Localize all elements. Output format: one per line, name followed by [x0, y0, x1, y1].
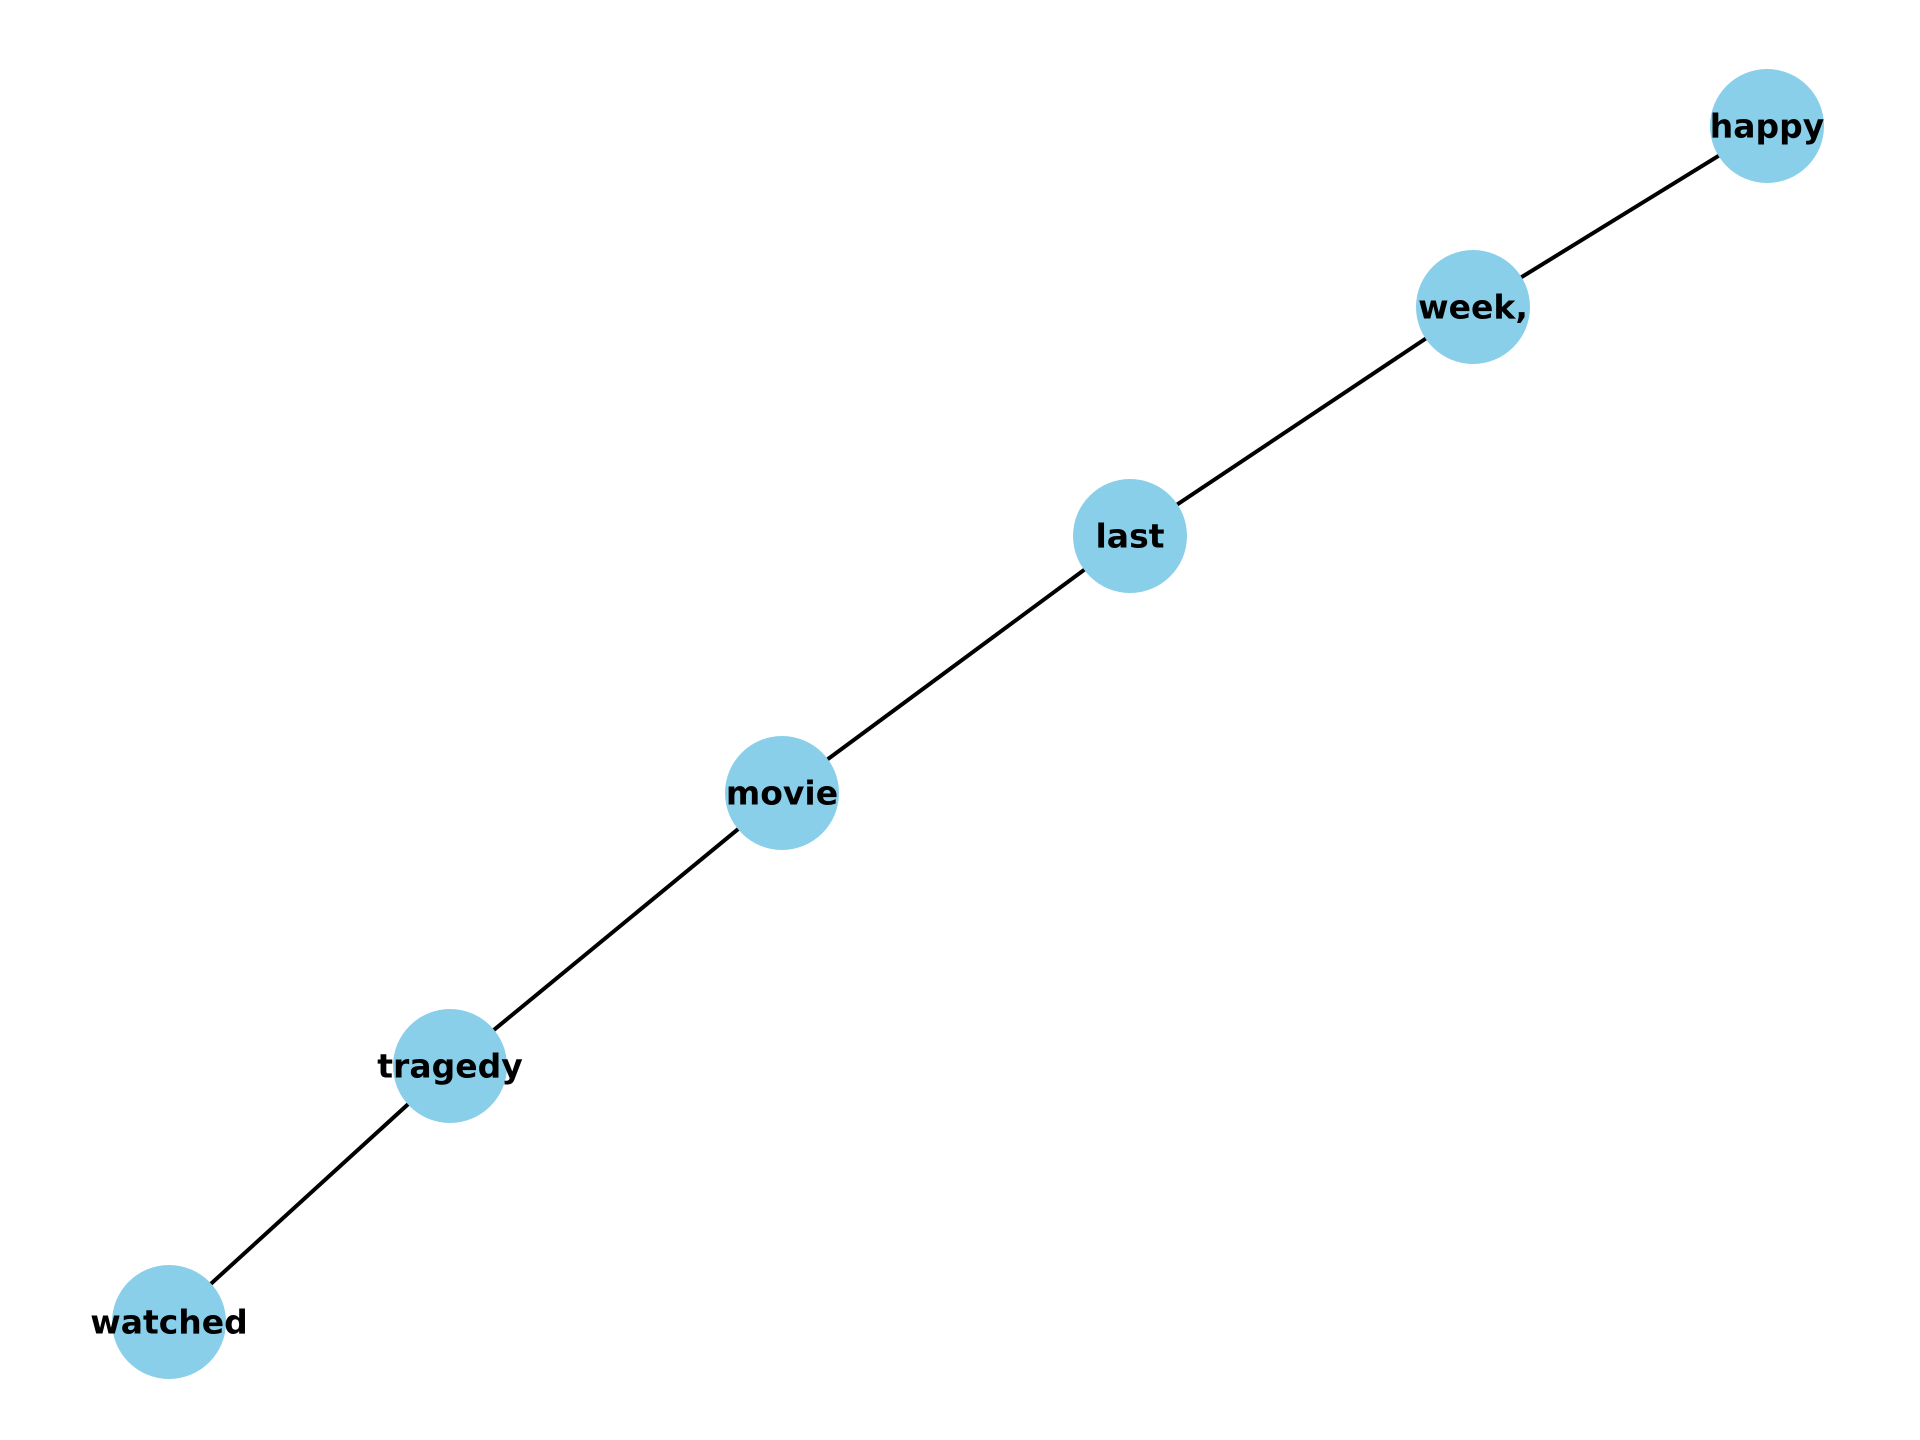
- node-tragedy: tragedy: [377, 1009, 523, 1123]
- edges-layer: [167, 124, 1769, 1324]
- node-circle-tragedy: [393, 1009, 507, 1123]
- edge-watched-tragedy: [167, 1064, 452, 1324]
- node-label-movie: movie: [726, 774, 838, 813]
- node-happy: happy: [1710, 69, 1825, 183]
- node-circle-watched: [112, 1265, 226, 1379]
- node-circle-happy: [1710, 69, 1824, 183]
- edge-tragedy-movie: [448, 791, 784, 1068]
- edge-week-happy: [1471, 124, 1769, 309]
- node-label-tragedy: tragedy: [377, 1047, 522, 1086]
- nodes-layer: watched tragedy movie last week, happy: [90, 69, 1824, 1379]
- node-label-week: week,: [1418, 288, 1528, 327]
- node-week: week,: [1416, 250, 1530, 364]
- node-circle-week: [1416, 250, 1530, 364]
- node-circle-movie: [725, 736, 839, 850]
- node-label-happy: happy: [1710, 107, 1825, 146]
- node-watched: watched: [90, 1265, 248, 1379]
- edge-last-week: [1128, 305, 1475, 538]
- node-circle-last: [1073, 479, 1187, 593]
- node-last: last: [1073, 479, 1187, 593]
- node-label-watched: watched: [90, 1303, 248, 1342]
- edge-movie-last: [780, 534, 1132, 795]
- node-label-last: last: [1096, 517, 1165, 556]
- node-movie: movie: [725, 736, 839, 850]
